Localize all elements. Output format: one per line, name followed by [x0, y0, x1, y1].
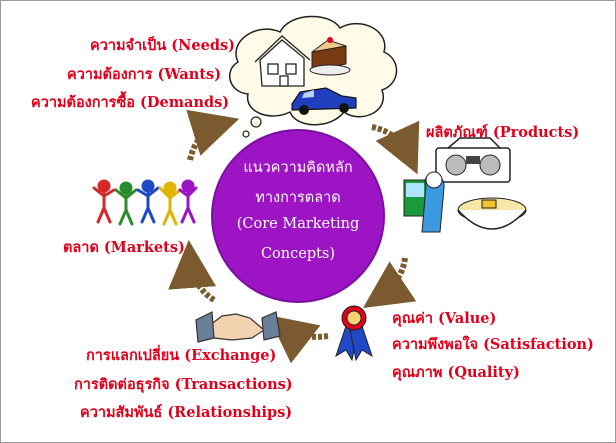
center-title-line-3: (Core Marketing — [236, 216, 360, 232]
label-wants: ความต้องการ (Wants) — [67, 66, 222, 83]
label-markets: ตลาด (Markets) — [63, 239, 185, 256]
arrow-needs-to-products — [371, 120, 420, 175]
handshake-icon — [195, 311, 281, 343]
drink-icon — [421, 171, 445, 233]
arrow-value-to-exchange — [267, 314, 329, 364]
label-quality: คุณภาพ (Quality) — [392, 364, 520, 381]
food-bowl-icon — [457, 197, 527, 230]
house-icon — [254, 35, 311, 87]
label-products: ผลิตภัณฑ์ (Products) — [426, 124, 580, 141]
label-relationships: ความสัมพันธ์ (Relationships) — [80, 404, 293, 421]
arrow-exchange-to-markets — [168, 240, 217, 303]
center-concept: แนวความคิดหลัก ทางการตลาด (Core Marketin… — [213, 130, 383, 300]
needs-cloud — [228, 15, 398, 138]
label-needs: ความจำเป็น (Needs) — [90, 37, 236, 54]
label-exchange: การแลกเปลี่ยน (Exchange) — [86, 347, 277, 364]
cake-icon — [309, 37, 351, 76]
people-dancing-icon — [92, 179, 198, 226]
label-satisfaction: ความพึงพอใจ (Satisfaction) — [392, 336, 594, 353]
tv-icon — [403, 179, 427, 217]
label-value: คุณค่า (Value) — [392, 310, 497, 327]
label-transactions: การติดต่อธุรกิจ (Transactions) — [74, 376, 293, 393]
label-demands: ความต้องการซื้อ (Demands) — [31, 94, 230, 111]
center-title-line-4: Concepts) — [260, 246, 336, 262]
radio-icon — [435, 137, 511, 183]
ribbon-award-icon — [335, 305, 373, 362]
arrow-markets-to-needs — [186, 109, 240, 161]
center-title-line-2: ทางการตลาด — [255, 190, 341, 206]
center-circle — [211, 129, 385, 303]
car-icon — [291, 87, 357, 115]
arrow-products-to-value — [363, 257, 417, 308]
cycle-arrows — [168, 109, 420, 364]
center-title-line-1: แนวความคิดหลัก — [243, 160, 353, 176]
